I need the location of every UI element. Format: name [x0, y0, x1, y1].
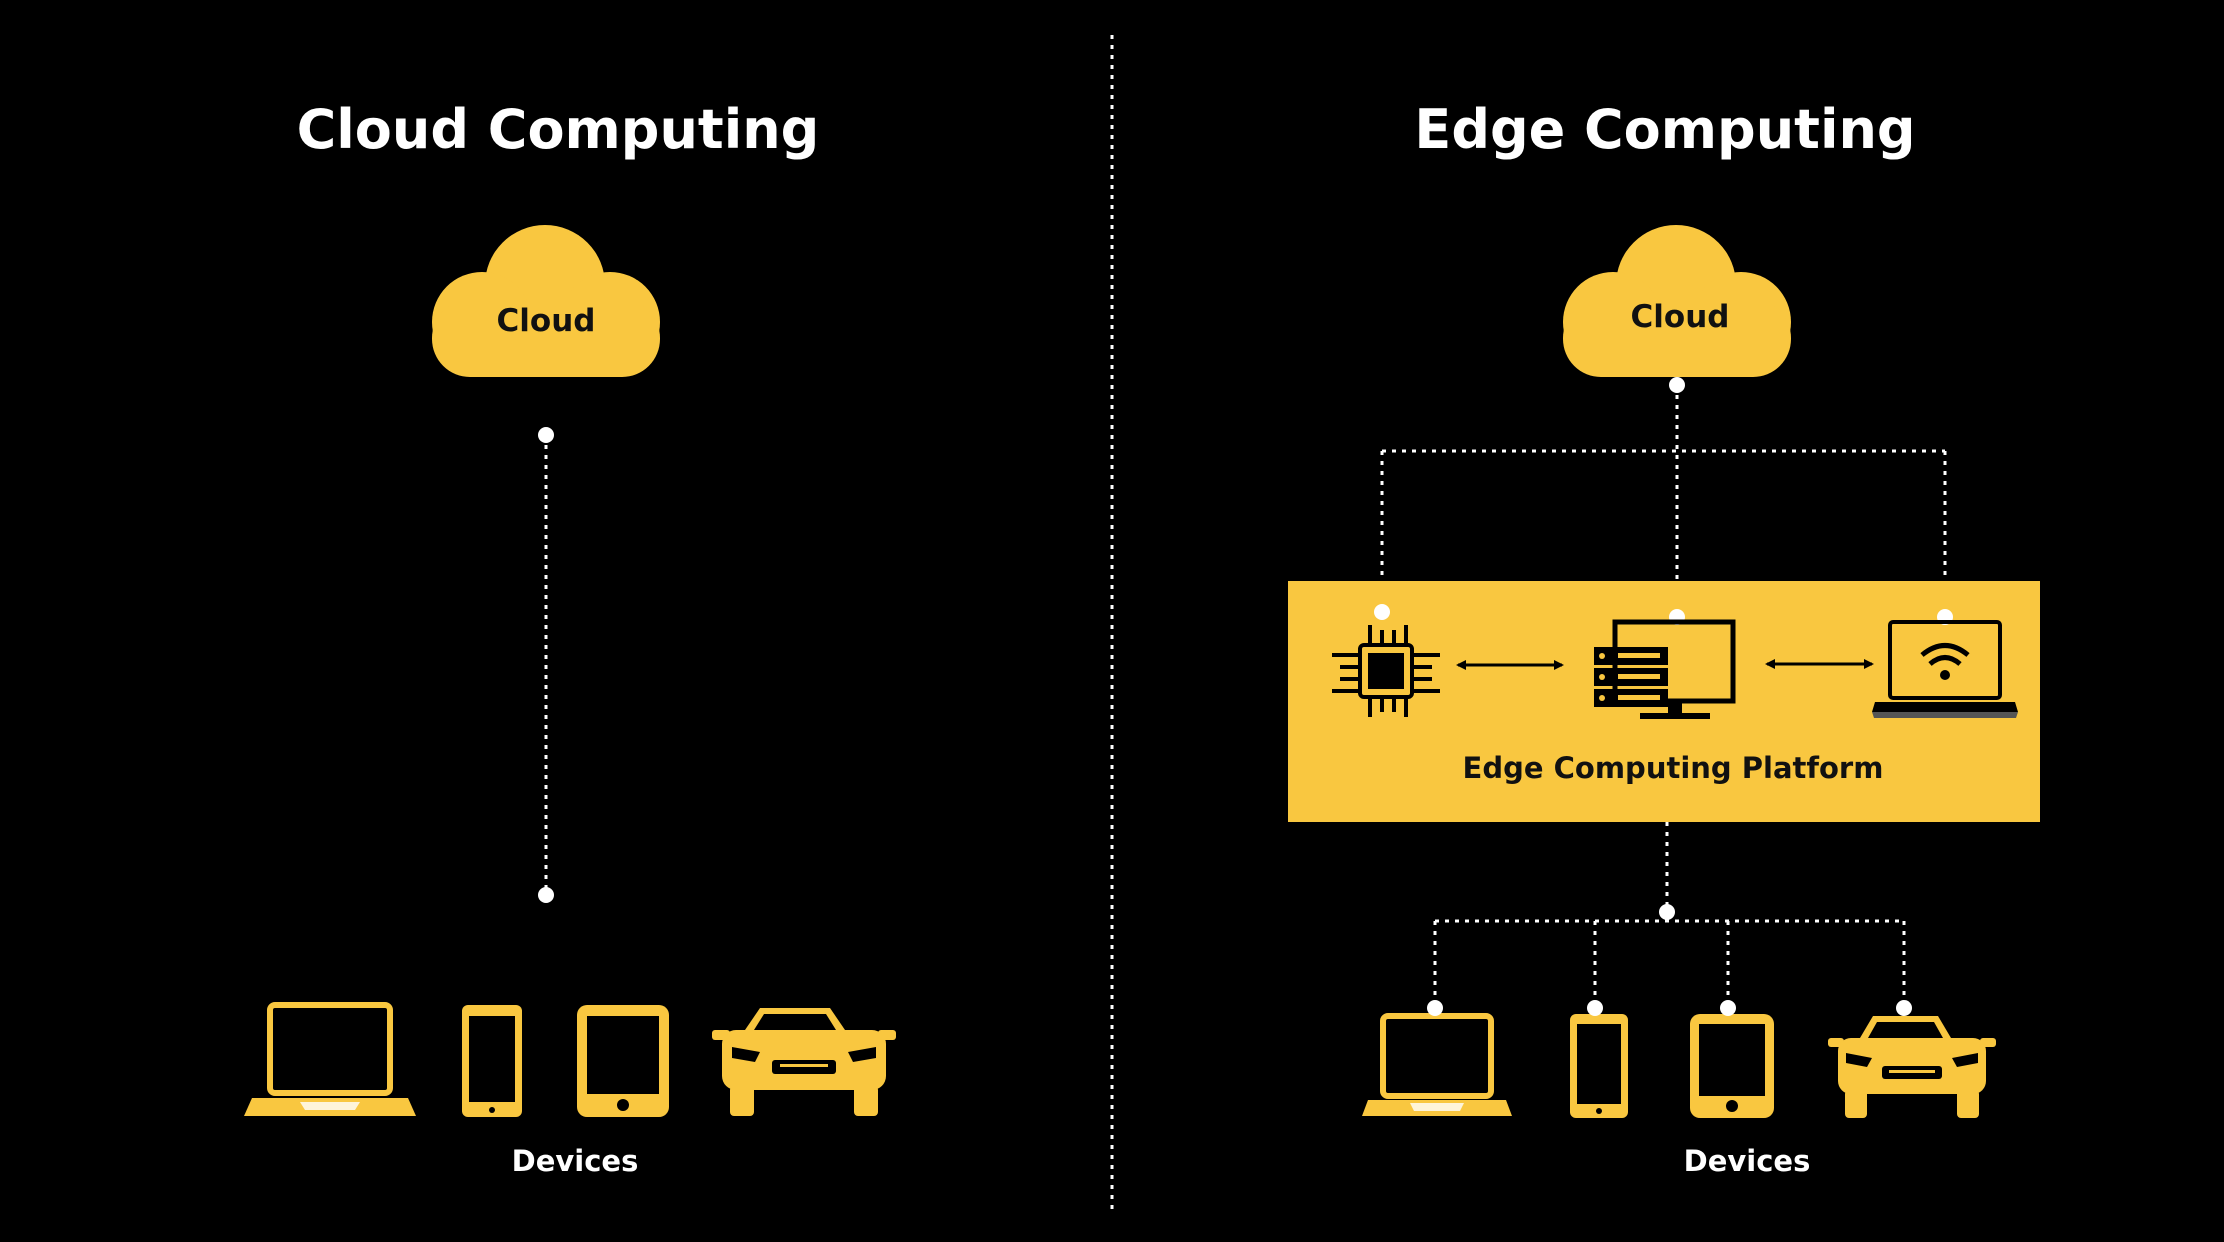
cloud-to-platform-connectors [1380, 385, 1947, 617]
left-title: Cloud Computing [296, 98, 820, 161]
left-smartphone-icon [462, 1005, 522, 1117]
platform-to-devices-connectors [1433, 822, 1906, 1008]
left-tablet-icon [577, 1005, 669, 1117]
microchip-icon [1332, 625, 1440, 717]
left-devices-label: Devices [511, 1144, 639, 1178]
wifi-laptop-icon [1872, 620, 2018, 718]
right-tablet-icon [1690, 1014, 1774, 1118]
right-cloud-icon [1563, 225, 1791, 377]
right-car-icon [1828, 1016, 1996, 1118]
left-cloud-label: Cloud [496, 303, 596, 339]
right-cloud-label: Cloud [1630, 299, 1730, 335]
right-laptop-icon [1362, 1013, 1512, 1116]
right-devices-label: Devices [1683, 1144, 1811, 1178]
right-title: Edge Computing [1414, 98, 1916, 161]
server-monitor-icon [1594, 619, 1736, 719]
left-cloud-icon [432, 225, 660, 377]
left-laptop-icon [244, 1002, 416, 1116]
left-car-icon [712, 1008, 896, 1116]
platform-label: Edge Computing Platform [1462, 751, 1884, 785]
left-connector [538, 427, 554, 903]
right-smartphone-icon [1570, 1014, 1628, 1118]
